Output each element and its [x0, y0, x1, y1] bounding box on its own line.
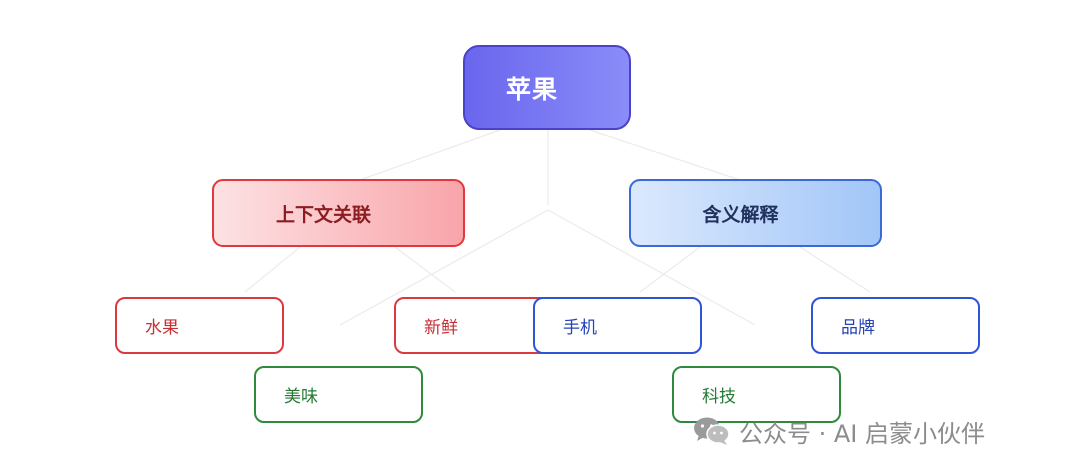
connector-right-1 — [639, 246, 701, 293]
category-node-label: 含义解释 — [702, 203, 779, 226]
root-node[interactable]: 苹果 — [463, 45, 631, 130]
watermark: 公众号 · AI 启蒙小伙伴 — [693, 414, 985, 448]
leaf-node-label: 美味 — [284, 387, 318, 407]
connector-right-2 — [799, 246, 871, 293]
wechat-icon — [694, 417, 730, 445]
leaf-node-label: 水果 — [145, 318, 179, 338]
connector-left-2 — [394, 246, 456, 293]
connector-center-left — [339, 209, 549, 326]
category-node-meaning[interactable]: 含义解释 — [629, 179, 882, 247]
category-node-context[interactable]: 上下文关联 — [212, 179, 465, 247]
leaf-node-brand[interactable]: 品牌 — [811, 297, 980, 354]
root-node-label: 苹果 — [505, 74, 558, 104]
leaf-node-label: 品牌 — [841, 318, 875, 338]
connector-left-1 — [244, 246, 301, 293]
leaf-node-label: 科技 — [702, 387, 736, 407]
leaf-node-tasty[interactable]: 美味 — [254, 366, 423, 423]
connector-center-right — [547, 209, 756, 326]
leaf-node-fruit[interactable]: 水果 — [115, 297, 284, 354]
leaf-node-label: 新鲜 — [424, 318, 458, 338]
leaf-node-tech[interactable]: 科技 — [672, 366, 841, 423]
leaf-node-label: 手机 — [563, 318, 597, 338]
watermark-text: 公众号 · AI 启蒙小伙伴 — [739, 419, 986, 448]
connector-root-right — [589, 129, 741, 181]
connector-root-left — [359, 129, 501, 181]
category-node-label: 上下文关联 — [275, 203, 371, 226]
leaf-node-phone[interactable]: 手机 — [533, 297, 702, 354]
